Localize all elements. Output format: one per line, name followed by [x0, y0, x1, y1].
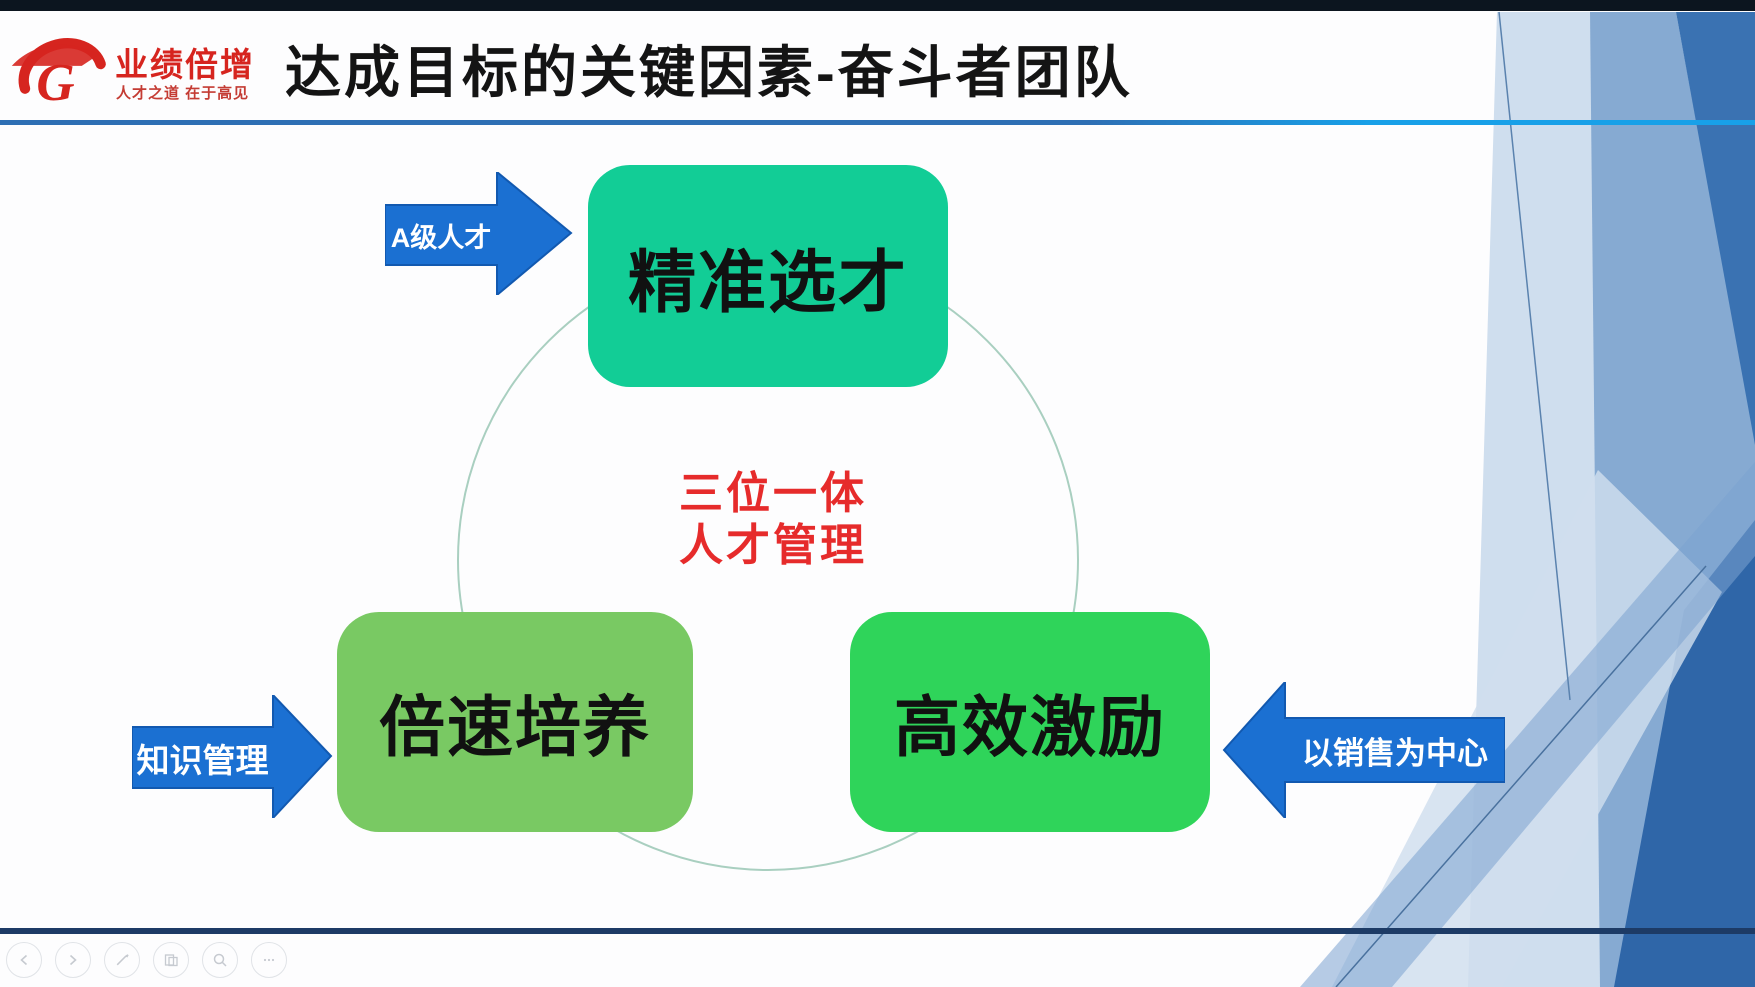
slide-title: 达成目标的关键因素-奋斗者团队: [285, 41, 1133, 104]
bottom-edge-line: [0, 928, 1755, 934]
title-underline: [0, 120, 1755, 125]
slides-icon: [164, 954, 178, 967]
brand-logo: G 业绩倍增 人才之道 在于高见: [8, 26, 268, 118]
logo-tagline: 人才之道 在于高见: [116, 85, 250, 102]
chevron-left-icon: [20, 954, 28, 966]
box-accelerated-training: 倍速培养: [337, 612, 693, 832]
magnifier-icon: [213, 953, 227, 967]
logo-brand-text: 业绩倍增: [115, 46, 255, 83]
arrow-label: 知识管理: [136, 741, 269, 779]
previous-slide-button[interactable]: [6, 942, 42, 978]
center-label-line2: 人才管理: [679, 521, 867, 570]
viewer-toolbar: [6, 942, 287, 978]
pen-icon: [116, 954, 129, 966]
box-precise-selection: 精准选才: [588, 165, 948, 387]
ellipsis-icon: [263, 958, 275, 962]
top-edge-bar: [0, 0, 1755, 11]
logo-letter: G: [36, 54, 74, 112]
logo-g-swoosh-icon: G: [11, 38, 106, 112]
right-arrow-icon: [132, 695, 333, 818]
zoom-button[interactable]: [202, 942, 238, 978]
right-arrow-icon: [385, 172, 573, 295]
next-slide-button[interactable]: [55, 942, 91, 978]
ribbon-dark-top: [1676, 12, 1755, 445]
arrow-a-grade-talent: A级人才: [385, 172, 573, 295]
decor-line-1: [1498, 11, 1571, 701]
ribbon-dark-bottom: [1614, 520, 1755, 987]
box-effective-incentive: 高效激励: [850, 612, 1210, 832]
arrow-knowledge-management: 知识管理: [132, 695, 333, 818]
arrow-label: A级人才: [390, 222, 492, 253]
center-label-line1: 三位一体: [679, 469, 867, 518]
ribbon-medium: [1590, 12, 1755, 987]
chevron-right-icon: [69, 954, 77, 966]
arrow-sales-centered: 以销售为中心: [1222, 682, 1505, 818]
slide-overview-button[interactable]: [153, 942, 189, 978]
more-options-button[interactable]: [251, 942, 287, 978]
center-label: 三位一体 人才管理: [593, 468, 953, 572]
ribbon-light: [1468, 12, 1622, 987]
arrow-label: 以销售为中心: [1302, 735, 1488, 771]
annotate-pen-button[interactable]: [104, 942, 140, 978]
